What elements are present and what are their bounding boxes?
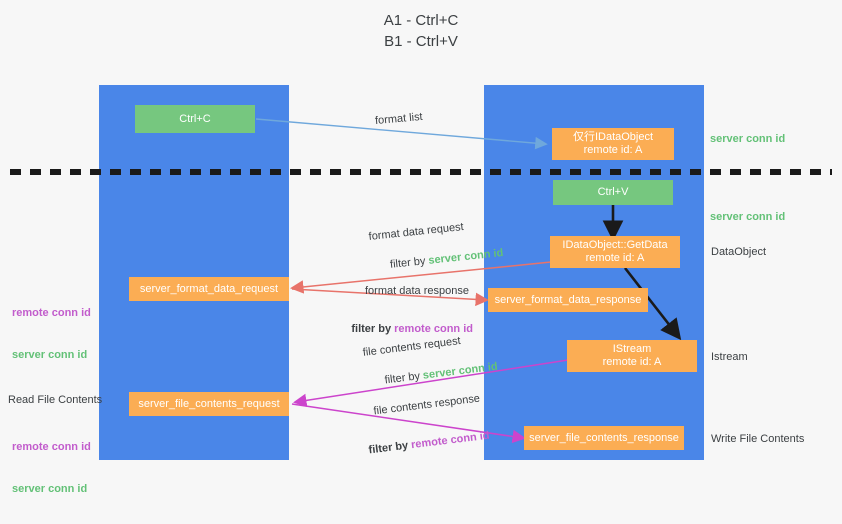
arrow-getdata-to-istream xyxy=(623,267,682,341)
side-label-server-conn-id-mid: server conn id xyxy=(710,211,786,223)
box-idataobject-getdata[interactable]: IDataObject::GetData remote id: A xyxy=(550,236,680,268)
label-format-data-response: format data response xyxy=(365,285,469,297)
box-server-file-contents-request[interactable]: server_file_contents_request xyxy=(129,392,289,416)
filter-by-text-4: filter by xyxy=(367,439,412,457)
side-label-server-conn-id-top: server conn id xyxy=(710,133,786,145)
side-label-istream: Istream xyxy=(711,351,748,363)
box-server-format-data-response[interactable]: server_format_data_response xyxy=(488,288,648,312)
left-conn-id-stack-top: remote conn id server conn id xyxy=(12,278,91,390)
arrows-overlay xyxy=(10,118,832,444)
left-remote-conn-id-1: remote conn id xyxy=(12,307,91,319)
remote-conn-id-text-1: remote conn id xyxy=(394,323,473,335)
box-ctrl-c[interactable]: Ctrl+C xyxy=(135,105,255,133)
page-title: A1 - Ctrl+C B1 - Ctrl+V xyxy=(383,12,459,50)
box-istream[interactable]: IStream remote id: A xyxy=(567,340,697,372)
box-server-file-contents-response[interactable]: server_file_contents_response xyxy=(524,426,684,450)
arrow-format-data-response xyxy=(291,288,489,307)
diagram-canvas: A1 - Ctrl+C B1 - Ctrl+V A1 remote B1 con… xyxy=(8,12,832,495)
left-conn-id-stack-bottom: remote conn id server conn id xyxy=(12,412,91,524)
left-server-conn-id-2: server conn id xyxy=(12,483,88,495)
left-remote-conn-id-2: remote conn id xyxy=(12,441,91,453)
side-label-write-file-contents: Write File Contents xyxy=(711,433,805,445)
label-group-format-data-response: format data response filter by remote co… xyxy=(333,284,473,340)
arrow-format-list xyxy=(255,118,548,150)
filter-by-text-1: filter by xyxy=(389,254,430,271)
label-filter-by-remote-conn-id-1: filter by remote conn id xyxy=(333,308,473,350)
left-server-conn-id-1: server conn id xyxy=(12,349,88,361)
box-server-format-data-request[interactable]: server_format_data_request xyxy=(129,277,289,301)
arrow-format-data-request xyxy=(290,261,552,294)
box-ctrl-v[interactable]: Ctrl+V xyxy=(553,180,673,205)
server-conn-id-text-1: server conn id xyxy=(427,247,504,267)
server-conn-id-text-2: server conn id xyxy=(422,360,499,382)
arrow-file-contents-request xyxy=(293,359,569,408)
side-label-dataobject: DataObject xyxy=(711,246,767,258)
filter-by-text-3: filter by xyxy=(383,369,424,387)
filter-by-text-2: filter by xyxy=(351,323,395,335)
box-idataobject[interactable]: 仅行IDataObject remote id: A xyxy=(552,128,674,160)
side-label-read-file-contents: Read File Contents xyxy=(8,394,103,406)
remote-conn-id-text-2: remote conn id xyxy=(410,429,491,452)
arrow-file-contents-response xyxy=(291,403,526,444)
